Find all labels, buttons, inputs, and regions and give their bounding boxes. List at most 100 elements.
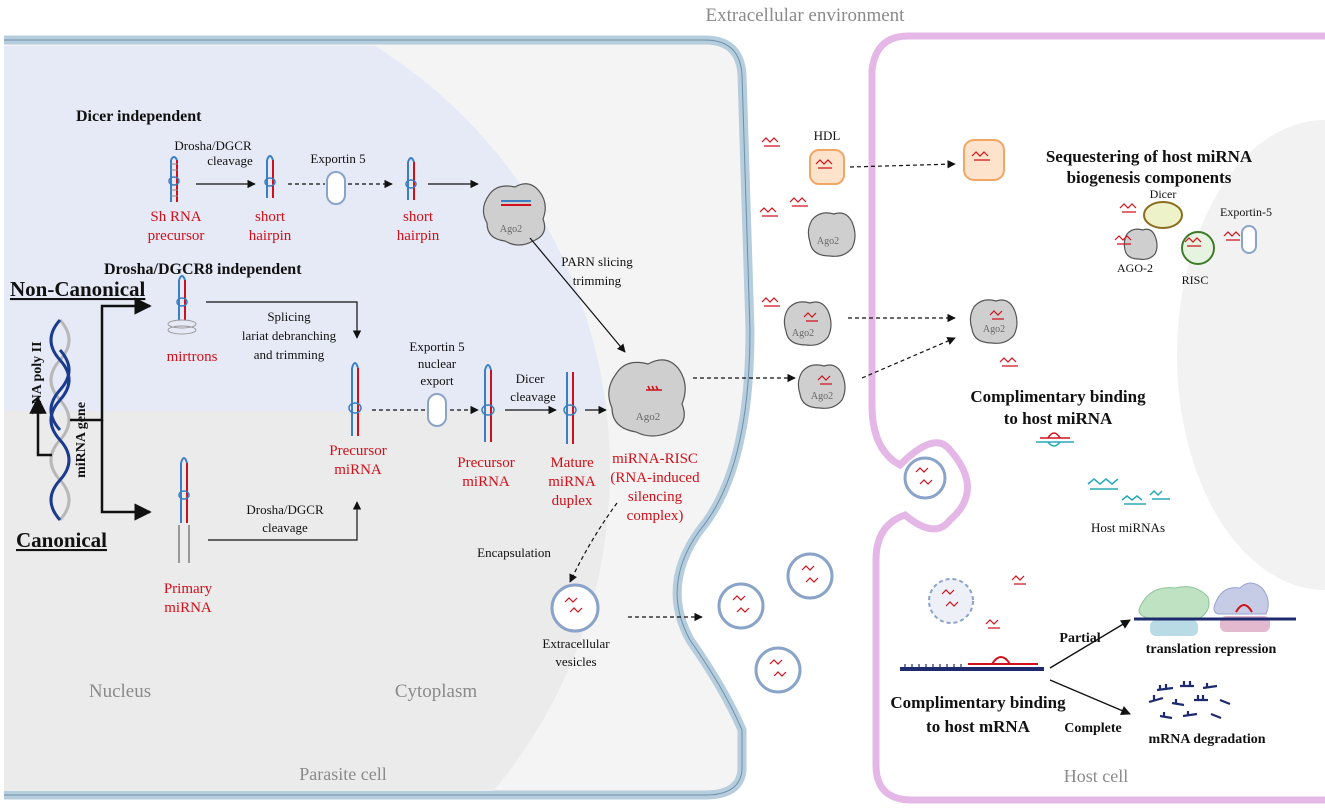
dicer-independent-heading: Dicer independent <box>76 108 202 125</box>
sh-rna-label-2: precursor <box>148 228 205 244</box>
exportin-capsule-icon <box>1241 225 1257 254</box>
ago2-protein-icon <box>608 359 686 437</box>
ago2-protein-icon <box>797 364 846 409</box>
hairpin-rna-icon <box>167 275 197 335</box>
hdl-label: HDL <box>814 128 841 143</box>
complete-label: Complete <box>1064 721 1122 736</box>
primary-mirna-label-2: miRNA <box>164 600 212 616</box>
parn-label-2: trimming <box>573 273 622 288</box>
hdl-particle-icon <box>963 139 1005 181</box>
ago2-protein-icon <box>969 299 1018 344</box>
risc-icon-label: RISC <box>1182 273 1209 287</box>
short-hairpin-label-a: short <box>255 209 286 225</box>
extracellular-vesicle-icon <box>928 578 974 624</box>
exportin-capsule-icon <box>427 393 447 427</box>
drosha-label-bottom: Drosha/DGCR <box>246 502 324 517</box>
ago-dash-2-label: AGO-2 <box>1117 261 1153 275</box>
parasite-cell-label: Parasite cell <box>299 764 386 784</box>
hairpin-rna-icon <box>264 155 276 198</box>
host-nucleus <box>1177 120 1325 590</box>
host-cell-label: Host cell <box>1064 766 1129 786</box>
mrna-fragments-icon <box>1148 681 1231 720</box>
hairpin-rna-icon <box>178 457 190 563</box>
splicing-label-3: and trimming <box>254 347 325 362</box>
ago2-label-a: Ago2 <box>500 224 522 235</box>
risc-label-3: silencing <box>628 489 683 505</box>
exportin5-label-mid-2: nuclear <box>418 356 457 371</box>
encapsulation-label: Encapsulation <box>477 545 551 560</box>
splicing-label-2: lariat debranching <box>242 328 337 343</box>
extracellular-vesicle-icon <box>903 456 947 500</box>
host-mirnas-icon <box>1087 478 1170 505</box>
nucleus-label: Nucleus <box>89 681 151 702</box>
ev-label-2: vesicles <box>555 654 596 669</box>
extracellular-vesicle-icon <box>786 552 834 600</box>
extracellular-label: Extracellular environment <box>706 5 906 26</box>
comp-mrna-heading: Complimentary binding <box>890 693 1066 712</box>
ago2-ext-label-1: Ago2 <box>817 236 839 247</box>
ago2-risc-label: Ago2 <box>636 411 660 423</box>
hairpin-rna-icon <box>481 364 495 442</box>
hairpin-rna-icon <box>405 157 417 200</box>
primary-mirna-label: Primary <box>164 581 213 597</box>
dicer-label: Dicer <box>1150 187 1177 201</box>
exportin5-label-mid-3: export <box>420 373 454 388</box>
exportin5-label-top: Exportin 5 <box>310 151 365 166</box>
precursor-mirna-nuclear-label: Precursor <box>329 443 386 459</box>
ago2-protein-icon <box>783 301 832 346</box>
sequestering-heading-2: biogenesis components <box>1067 168 1232 187</box>
host-mirnas-label: Host miRNAs <box>1091 520 1165 535</box>
short-hairpin-label-a-2: hairpin <box>249 228 292 244</box>
mature-duplex-label-2: miRNA <box>548 474 596 490</box>
mature-duplex-label-3: duplex <box>552 493 593 509</box>
non-canonical-heading: Non-Canonical <box>10 277 146 301</box>
dna-helix-icon <box>49 318 71 522</box>
risc-label: miRNA-RISC <box>612 451 698 467</box>
free-mirna-group <box>759 137 1026 629</box>
exportin5-label-mid: Exportin 5 <box>409 339 464 354</box>
ago2-ext-label-2: Ago2 <box>792 328 814 339</box>
canonical-heading: Canonical <box>16 528 107 552</box>
ago2-protein-icon <box>1114 228 1158 261</box>
drosha-label-bottom-2: cleavage <box>262 520 308 535</box>
extracellular-vesicle-icon <box>754 646 802 694</box>
drosha-label-top-2: cleavage <box>207 153 253 168</box>
ago2-protein-icon <box>807 212 856 257</box>
hairpin-rna-icon <box>348 362 362 436</box>
precursor-mirna-cyto-label: Precursor <box>457 455 514 471</box>
risc-label-4: complex) <box>627 508 684 524</box>
ago2-protein-icon <box>482 183 546 246</box>
extracellular-vesicle-icon <box>550 583 600 633</box>
host-mrna-icon <box>900 656 1044 671</box>
risc-label-2: (RNA-induced <box>610 470 700 486</box>
mirna-gene-label: miRNA gene <box>74 402 89 478</box>
dicer-cleavage-label: Dicer <box>516 371 546 386</box>
sh-rna-label: Sh RNA <box>150 209 201 225</box>
translation-repression-label: translation repression <box>1146 642 1277 657</box>
drosha-label-top: Drosha/DGCR <box>174 138 252 153</box>
risc-icon <box>1181 231 1215 265</box>
mature-duplex-label: Mature <box>550 455 594 471</box>
precursor-mirna-nuclear-label-2: miRNA <box>334 462 382 478</box>
comp-mirna-heading: Complimentary binding <box>970 387 1146 406</box>
precursor-mirna-cyto-label-2: miRNA <box>462 474 510 490</box>
exportin-capsule-icon <box>326 171 346 205</box>
mirtrons-label: mirtrons <box>167 349 218 365</box>
ago2-host-label: Ago2 <box>983 324 1005 335</box>
partial-label: Partial <box>1059 631 1100 646</box>
mrna-degradation-label: mRNA degradation <box>1148 732 1265 747</box>
ago2-ext-label-3: Ago2 <box>811 391 833 402</box>
dicer-icon <box>1143 201 1183 229</box>
parn-label: PARN slicing <box>561 254 633 269</box>
comp-mrna-heading-2: to host mRNA <box>926 717 1031 736</box>
short-hairpin-label-b: short <box>403 209 434 225</box>
drosha-independent-heading: Drosha/DGCR8 independent <box>104 261 302 278</box>
ev-label: Extracellular <box>542 636 610 651</box>
host-mirna-duplex-icon <box>1036 432 1074 447</box>
sequestering-heading: Sequestering of host miRNA <box>1046 147 1253 166</box>
dicer-cleavage-label-2: cleavage <box>510 389 556 404</box>
short-hairpin-label-b-2: hairpin <box>397 228 440 244</box>
splicing-label: Splicing <box>267 309 311 324</box>
exportin-dash-5-label: Exportin-5 <box>1220 205 1272 219</box>
